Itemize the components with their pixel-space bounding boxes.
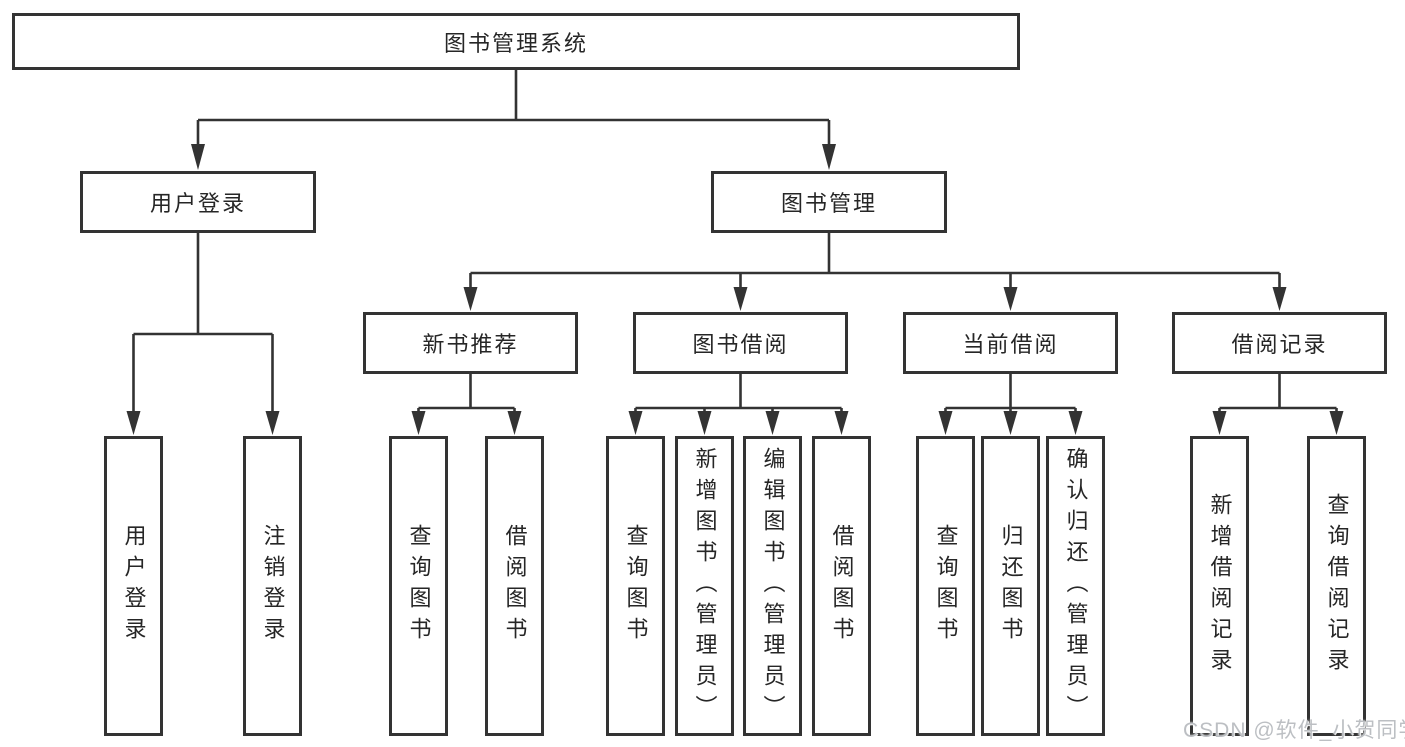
node-root-label: 图书管理系统 [443, 30, 588, 56]
csdn-watermark: CSDN @软件_小贺同学 [1183, 719, 1405, 742]
arrowhead-icon [1272, 287, 1287, 311]
arrowhead-icon [697, 411, 712, 435]
node-book-borrow-label: 图书借阅 [692, 332, 789, 357]
node-book-borrow: 图书借阅 [633, 312, 848, 374]
leaf-return-books-label: 归还图书 [998, 524, 1024, 648]
leaf-current-query-books-label: 查询图书 [933, 524, 959, 648]
arrowhead-icon [628, 411, 643, 435]
leaf-borrow-books: 借阅图书 [812, 436, 871, 736]
node-new-book-recommend: 新书推荐 [363, 312, 578, 374]
leaf-borrow-books-label: 借阅图书 [829, 524, 855, 648]
leaf-return-books: 归还图书 [981, 436, 1040, 736]
node-borrow-record-label: 借阅记录 [1231, 332, 1328, 357]
leaf-recommend-borrow-books-label: 借阅图书 [502, 524, 528, 648]
arrowhead-icon [1068, 411, 1083, 435]
leaf-borrow-query-books: 查询图书 [606, 436, 665, 736]
leaf-borrow-query-books-label: 查询图书 [623, 524, 649, 648]
arrowhead-icon [1212, 411, 1227, 435]
leaf-add-books-admin-label: 新增图书（管理员） [692, 446, 718, 726]
leaf-confirm-return-admin-label: 确认归还（管理员） [1063, 446, 1089, 726]
leaf-current-query-books: 查询图书 [916, 436, 975, 736]
leaf-query-borrow-record-label: 查询借阅记录 [1324, 493, 1350, 679]
connector-new-rec-children [417, 374, 516, 412]
node-new-book-recommend-label: 新书推荐 [422, 332, 519, 357]
arrowhead-icon [463, 287, 478, 311]
arrowhead-icon [822, 144, 836, 170]
leaf-confirm-return-admin: 确认归还（管理员） [1046, 436, 1105, 736]
node-root: 图书管理系统 [12, 13, 1020, 70]
arrowhead-icon [411, 411, 426, 435]
leaf-recommend-borrow-books: 借阅图书 [485, 436, 544, 736]
leaf-add-borrow-record: 新增借阅记录 [1190, 436, 1249, 736]
leaf-logout-label: 注销登录 [260, 524, 286, 648]
arrowhead-icon [126, 411, 141, 435]
leaf-edit-books-admin-label: 编辑图书（管理员） [760, 446, 786, 726]
arrowhead-icon [191, 144, 205, 170]
arrowhead-icon [765, 411, 780, 435]
arrowhead-icon [507, 411, 522, 435]
leaf-add-borrow-record-label: 新增借阅记录 [1207, 493, 1233, 679]
leaf-recommend-query-books-label: 查询图书 [406, 524, 432, 648]
node-book-management: 图书管理 [711, 171, 947, 233]
node-current-borrow-label: 当前借阅 [962, 332, 1059, 357]
leaf-recommend-query-books: 查询图书 [389, 436, 448, 736]
connector-root-to-level2 [196, 70, 831, 146]
arrowhead-icon [733, 287, 748, 311]
connector-user-login-children [132, 233, 274, 413]
connector-borrow-record-children [1218, 374, 1338, 412]
arrowhead-icon [1003, 411, 1018, 435]
arrowhead-icon [1003, 287, 1018, 311]
leaf-query-borrow-record: 查询借阅记录 [1307, 436, 1366, 736]
arrowheads [126, 144, 1344, 435]
leaf-add-books-admin: 新增图书（管理员） [675, 436, 734, 736]
arrowhead-icon [1329, 411, 1344, 435]
node-borrow-record: 借阅记录 [1172, 312, 1387, 374]
leaf-edit-books-admin: 编辑图书（管理员） [743, 436, 802, 736]
arrowhead-icon [938, 411, 953, 435]
arrowhead-icon [834, 411, 849, 435]
connector-current-borrow-children [944, 374, 1077, 412]
leaf-user-login: 用户登录 [104, 436, 163, 736]
node-current-borrow: 当前借阅 [903, 312, 1118, 374]
leaf-user-login-label: 用户登录 [121, 524, 147, 648]
node-user-login-label: 用户登录 [149, 191, 246, 216]
connector-book-borrow-children [634, 374, 843, 412]
node-book-management-label: 图书管理 [780, 191, 877, 216]
node-user-login: 用户登录 [80, 171, 316, 233]
arrowhead-icon [265, 411, 280, 435]
leaf-logout: 注销登录 [243, 436, 302, 736]
connector-stems [132, 70, 1338, 413]
connector-book-mgmt-children [469, 233, 1281, 289]
